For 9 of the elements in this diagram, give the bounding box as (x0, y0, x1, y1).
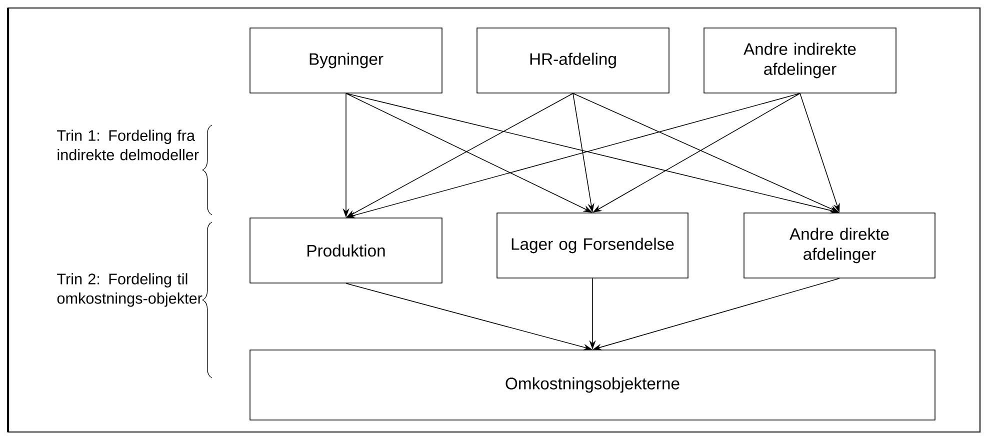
box: Omkostningsobjekterne (250, 350, 936, 420)
box: Andre indirekte afdelinger (704, 28, 896, 94)
box: HR-afdeling (476, 28, 670, 94)
box: Lager og Forsendelse (496, 212, 688, 278)
step-label: Trin 1: Fordeling fra indirekte delmodeller (57, 130, 199, 160)
box: Andre direkte afdelinger (744, 212, 936, 278)
box: Produktion (250, 218, 442, 284)
box: Bygninger (250, 28, 442, 94)
step-label: Trin 2: Fordeling til omkostnings-objekter (57, 273, 202, 307)
